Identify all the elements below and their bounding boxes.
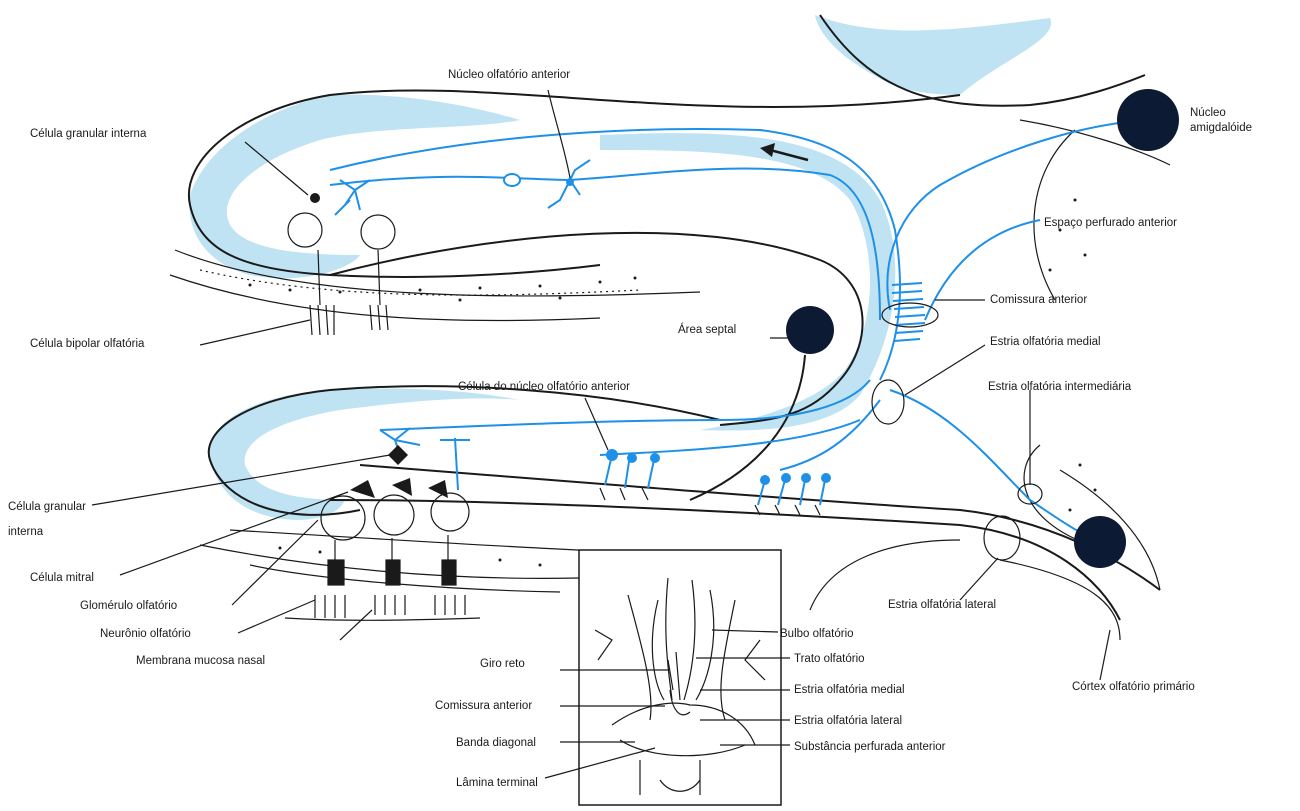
lower-anterior-nucleus-cells-right <box>755 473 831 515</box>
inset-label-lamina-terminal: Lâmina terminal <box>456 777 538 789</box>
inset-label-bulbo-olfatorio: Bulbo olfatório <box>780 628 854 640</box>
label-nucleo-amigdaloide-2: amigdalóide <box>1190 122 1252 134</box>
label-celula-granular-interna-bottom-2: interna <box>8 526 44 538</box>
label-celula-nucleo-olfatorio-anterior: Célula do núcleo olfatório anterior <box>458 381 630 393</box>
label-nucleo-olfatorio-anterior: Núcleo olfatório anterior <box>448 69 570 81</box>
upper-ring-marker <box>504 174 520 186</box>
inset-frame <box>579 550 781 805</box>
inset-label-giro-reto: Giro reto <box>480 658 525 670</box>
inset-label-comissura-anterior: Comissura anterior <box>435 700 532 712</box>
label-estria-olfatoria-intermediaria: Estria olfatória intermediária <box>988 381 1132 393</box>
lower-anterior-nucleus-cells-left <box>600 449 660 500</box>
perforated-space-arc <box>1034 130 1075 300</box>
label-celula-granular-interna-bottom-1: Célula granular <box>8 501 86 513</box>
label-espaco-perfurado-anterior: Espaço perfurado anterior <box>1044 217 1177 229</box>
upper-layer-line-2 <box>170 275 600 321</box>
label-area-septal: Área septal <box>678 323 736 336</box>
label-cortex-olfatorio-primario: Córtex olfatório primário <box>1072 681 1195 693</box>
label-comissura-anterior: Comissura anterior <box>990 294 1087 306</box>
label-celula-bipolar-olfatoria: Célula bipolar olfatória <box>30 338 145 350</box>
label-nucleo-amigdaloide-1: Núcleo <box>1190 107 1226 119</box>
label-neuronio-olfatorio: Neurônio olfatório <box>100 628 191 640</box>
label-estria-olfatoria-medial: Estria olfatória medial <box>990 336 1101 348</box>
medial-stria-ellipse <box>872 380 904 424</box>
amygdaloid-nucleus <box>1117 89 1179 151</box>
label-glomerulo-olfatorio: Glomérulo olfatório <box>80 600 177 612</box>
septal-area-nucleus <box>786 306 834 354</box>
upper-bulb-fill <box>189 95 520 279</box>
inset-label-estria-olfatoria-medial: Estria olfatória medial <box>794 684 905 696</box>
pathway-upper-1 <box>887 120 1145 310</box>
lateral-stria-ellipse <box>984 516 1020 560</box>
upper-cortex-fill <box>815 15 1051 95</box>
pathway-upper-3 <box>330 169 880 320</box>
tract-fill <box>600 133 895 430</box>
lower-receptor-neurons <box>315 535 465 618</box>
inset-label-banda-diagonal: Banda diagonal <box>456 737 536 749</box>
upper-granule-cell <box>310 180 370 215</box>
cortex-bottom-arc <box>1000 560 1120 640</box>
lower-granule-cell <box>380 428 470 490</box>
label-celula-granular-interna-top: Célula granular interna <box>30 128 147 140</box>
inset-label-trato-olfatorio: Trato olfatório <box>794 653 865 665</box>
cortex-nucleus <box>1074 516 1126 568</box>
lower-mitral-cells <box>321 478 469 540</box>
label-estria-olfatoria-lateral: Estria olfatória lateral <box>888 599 996 611</box>
inset-label-substancia-perfurada-anterior: Substância perfurada anterior <box>794 741 946 753</box>
upper-anterior-nucleus-cell <box>548 160 590 208</box>
label-celula-mitral: Célula mitral <box>30 572 94 584</box>
label-membrana-mucosa-nasal: Membrana mucosa nasal <box>136 655 265 667</box>
commissure-ring-bundle <box>892 283 925 341</box>
inset-label-estria-olfatoria-lateral: Estria olfatória lateral <box>794 715 902 727</box>
mucosa-line <box>285 618 480 620</box>
